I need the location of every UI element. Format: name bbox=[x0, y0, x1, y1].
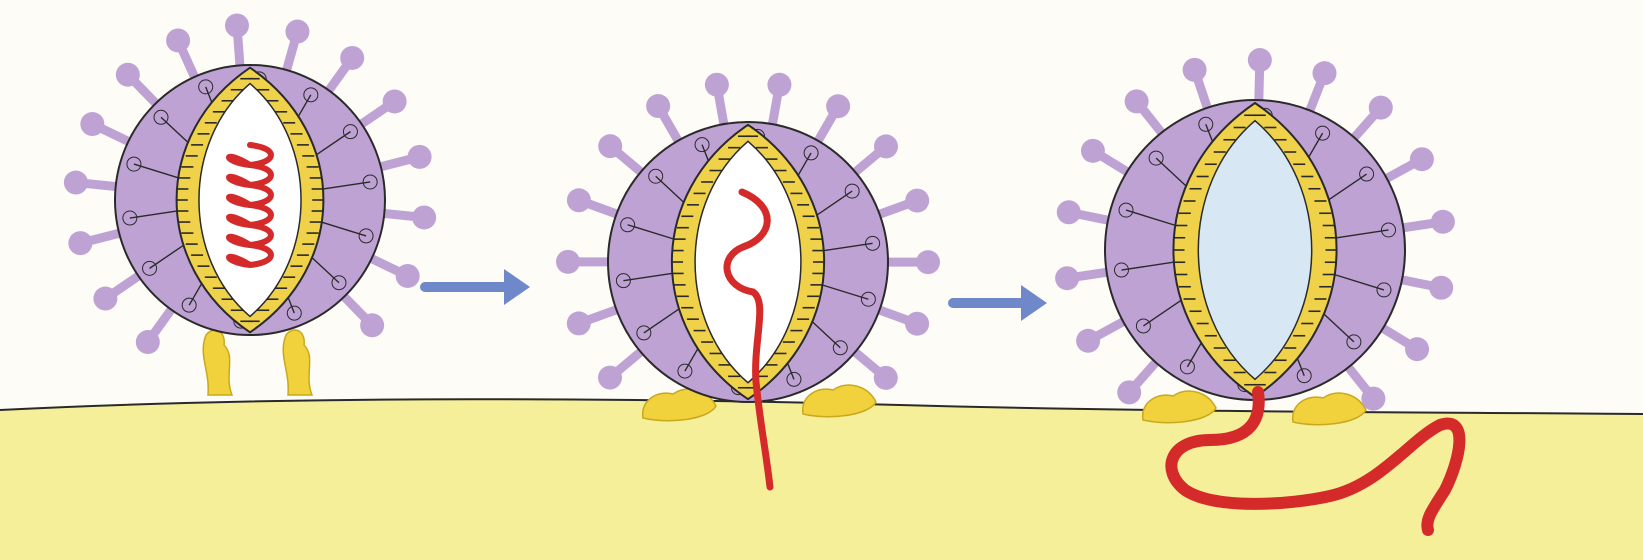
spike-head bbox=[340, 46, 364, 70]
spike-head bbox=[383, 89, 407, 113]
cell-membrane bbox=[0, 399, 1643, 560]
progress-arrow-2 bbox=[953, 285, 1047, 321]
spike-head bbox=[225, 13, 249, 37]
arrow-head bbox=[504, 269, 530, 305]
spike-head bbox=[136, 330, 160, 354]
spike-head bbox=[1183, 58, 1207, 82]
spike-head bbox=[1313, 61, 1337, 85]
spike-head bbox=[556, 250, 580, 274]
spike-head bbox=[1055, 266, 1079, 290]
spike-head bbox=[1057, 200, 1081, 224]
spike-head bbox=[905, 312, 929, 336]
progress-arrow-1 bbox=[425, 269, 530, 305]
spike-head bbox=[285, 20, 309, 44]
spike-head bbox=[64, 171, 88, 195]
spike-head bbox=[1410, 147, 1434, 171]
spike-head bbox=[412, 205, 436, 229]
spike-head bbox=[767, 73, 791, 97]
spike-head bbox=[1081, 139, 1105, 163]
virus-attachment-stage bbox=[64, 13, 436, 395]
spike-head bbox=[567, 311, 591, 335]
host-receptor bbox=[283, 330, 312, 395]
spike-head bbox=[1076, 329, 1100, 353]
spike-head bbox=[93, 287, 117, 311]
spike-head bbox=[1125, 89, 1149, 113]
spike-head bbox=[916, 250, 940, 274]
spike-head bbox=[166, 28, 190, 52]
spike-head bbox=[905, 189, 929, 213]
spike-head bbox=[396, 264, 420, 288]
spike-head bbox=[1431, 210, 1455, 234]
spike-head bbox=[1248, 48, 1272, 72]
arrow-head bbox=[1021, 285, 1047, 321]
host-receptor bbox=[203, 330, 232, 395]
spike-head bbox=[826, 94, 850, 118]
spike-head bbox=[567, 188, 591, 212]
spike-head bbox=[1369, 96, 1393, 120]
spike-head bbox=[408, 145, 432, 169]
membrane-fill bbox=[0, 399, 1643, 560]
spike-head bbox=[360, 313, 384, 337]
spike-head bbox=[116, 63, 140, 87]
spike-head bbox=[1429, 276, 1453, 300]
spike-head bbox=[598, 366, 622, 390]
spike-head bbox=[68, 231, 92, 255]
spike-head bbox=[80, 112, 104, 136]
spike-head bbox=[874, 134, 898, 158]
spike-head bbox=[598, 134, 622, 158]
spike-head bbox=[1117, 380, 1141, 404]
spike-head bbox=[1361, 387, 1385, 411]
spike-head bbox=[1405, 337, 1429, 361]
spike-head bbox=[874, 366, 898, 390]
spike-head bbox=[705, 73, 729, 97]
spike-head bbox=[646, 94, 670, 118]
